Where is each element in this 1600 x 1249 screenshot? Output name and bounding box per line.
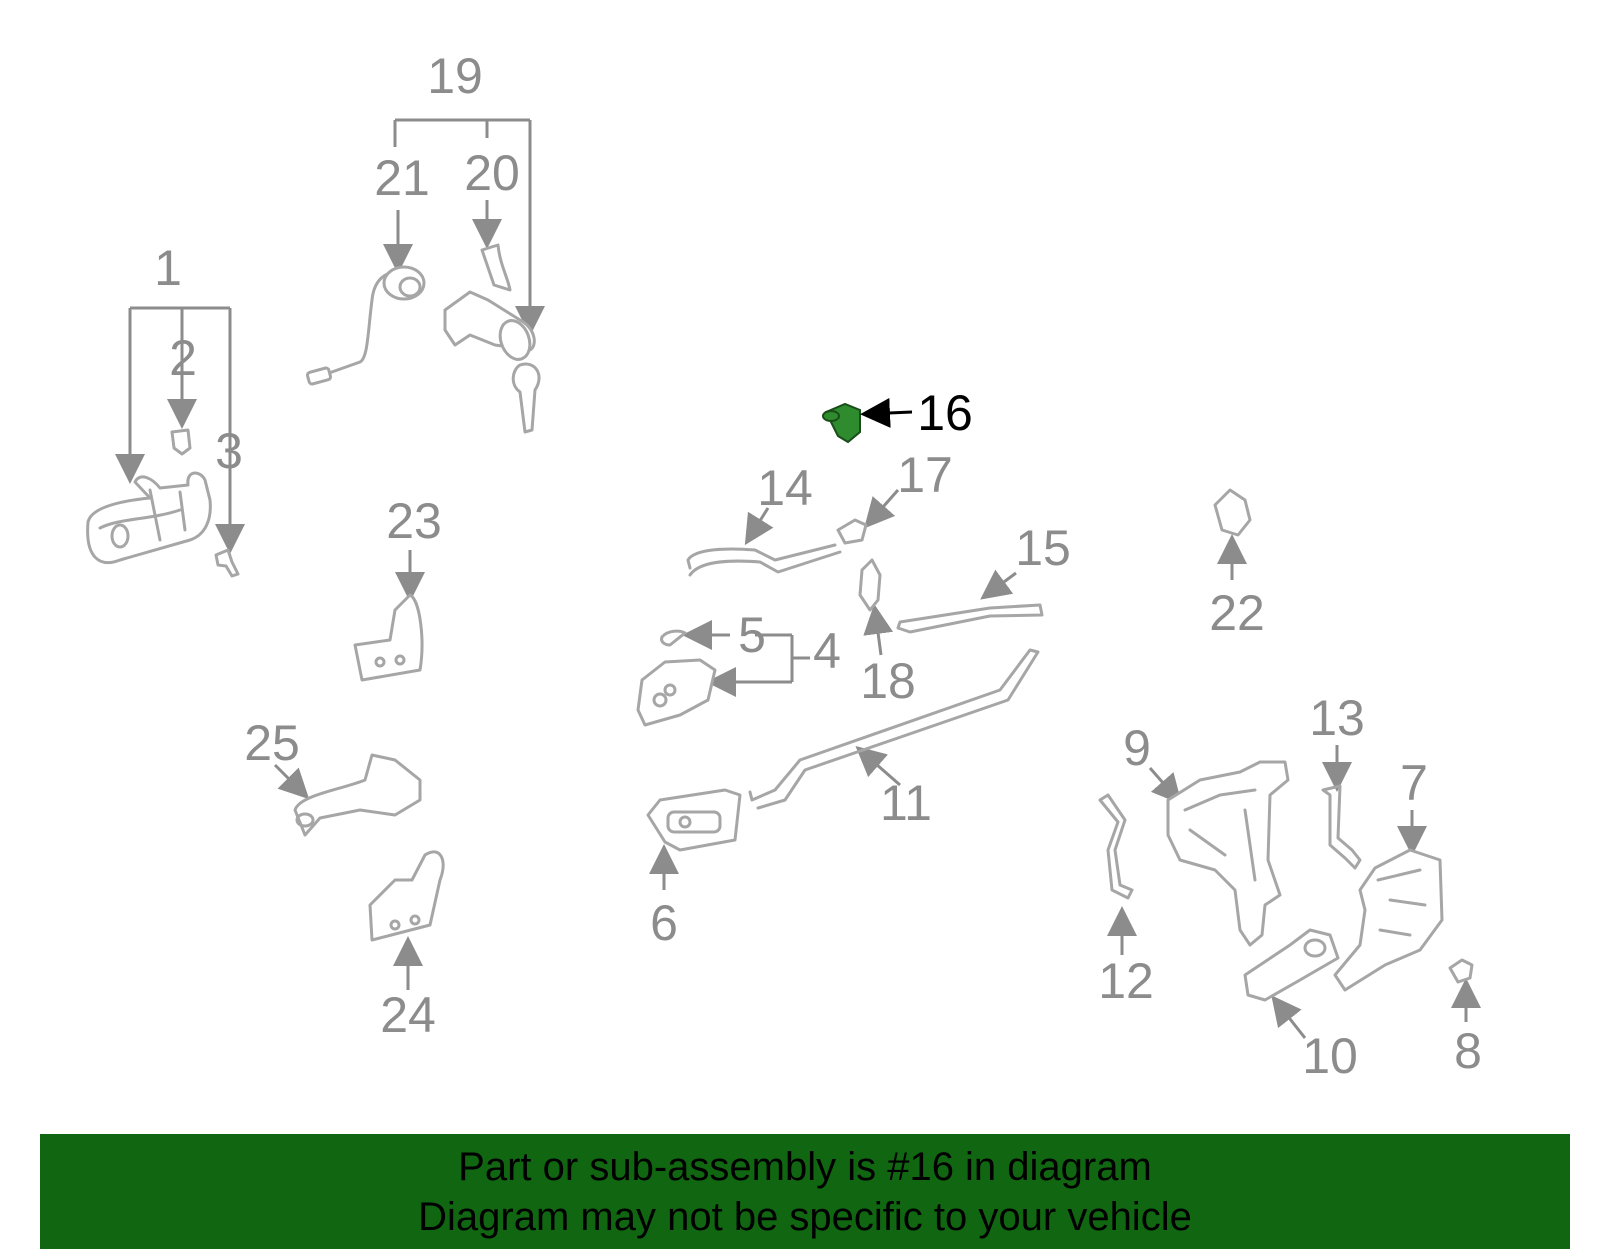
screw-shape: [214, 548, 240, 578]
part-17: [836, 489, 900, 545]
callout-13: 13: [1309, 690, 1365, 746]
part-12: [1098, 793, 1137, 955]
part-16-highlighted: [822, 397, 913, 444]
part-18: [858, 558, 894, 656]
callout-18: 18: [860, 653, 916, 709]
lock-lever-shape: [480, 243, 512, 292]
callout-19: 19: [427, 48, 483, 104]
callout-9: 9: [1123, 720, 1151, 776]
part-9: [1148, 760, 1290, 947]
callout-24: 24: [380, 987, 436, 1043]
callout-3: 3: [215, 423, 243, 479]
part-7: [1333, 810, 1444, 992]
part-14: [686, 507, 842, 577]
callout-23: 23: [386, 493, 442, 549]
part-8: [1448, 958, 1481, 1022]
part-25: [273, 753, 422, 837]
callout-22: 22: [1209, 585, 1265, 641]
callout-25: 25: [244, 715, 300, 771]
callout-6: 6: [650, 895, 678, 951]
banner-line-disclaimer: Diagram may not be specific to your vehi…: [418, 1195, 1192, 1239]
part-group-4: [636, 620, 810, 727]
callout-11: 11: [880, 775, 932, 831]
callout-2: 2: [169, 330, 197, 386]
callout-16: 16: [917, 385, 973, 441]
key-cylinder-cap-shape: [170, 428, 192, 456]
part-13: [1321, 745, 1362, 870]
part-10: [1243, 928, 1340, 1039]
part-6: [646, 788, 742, 890]
callout-5: 5: [738, 607, 766, 663]
callout-17: 17: [897, 447, 953, 503]
info-banner: Part or sub-assembly is #16 in diagram D…: [40, 1134, 1570, 1249]
callout-12: 12: [1098, 953, 1154, 1009]
highlighted-part-shape: [824, 402, 861, 444]
part-15: [896, 569, 1044, 634]
callout-14: 14: [757, 460, 813, 516]
part-group-19: [305, 118, 545, 434]
part-23: [353, 550, 425, 682]
callout-8: 8: [1454, 1023, 1482, 1079]
callout-1: 1: [154, 240, 182, 296]
callout-15: 15: [1015, 520, 1071, 576]
key-shape: [511, 362, 541, 434]
part-22: [1213, 488, 1252, 580]
part-24: [368, 850, 445, 990]
callout-4: 4: [813, 623, 841, 679]
callout-7: 7: [1400, 755, 1428, 811]
callout-labels: 1 2 3 19 21 20 23 25 24 16 14 17 15 5 4 …: [154, 48, 1482, 1084]
callout-10: 10: [1302, 1028, 1358, 1084]
callout-20: 20: [464, 145, 520, 201]
banner-line-part: Part or sub-assembly is #16 in diagram: [458, 1145, 1152, 1189]
part-group-1: [86, 306, 245, 578]
part-11: [748, 648, 1040, 810]
callout-21: 21: [374, 150, 430, 206]
